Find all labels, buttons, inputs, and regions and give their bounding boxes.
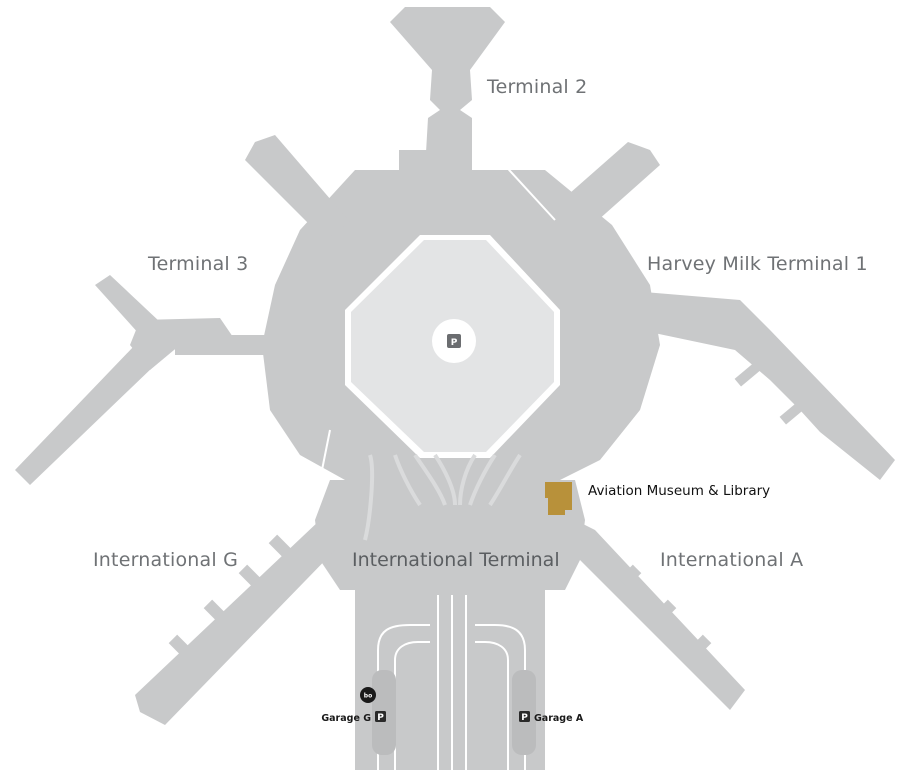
- svg-text:P: P: [521, 713, 528, 723]
- garage-a-label-group[interactable]: P Garage A: [519, 711, 584, 724]
- international-a-pier[interactable]: [565, 520, 745, 710]
- international-terminal-label[interactable]: International Terminal: [352, 549, 560, 571]
- garage-a-label: Garage A: [534, 713, 584, 724]
- garage-g-label: Garage G: [321, 713, 371, 724]
- parking-icon: [447, 334, 461, 348]
- international-a-label[interactable]: International A: [660, 549, 803, 571]
- garage-a-parking-icon: [519, 711, 530, 722]
- garage-g-label-group[interactable]: Garage G P: [321, 711, 386, 724]
- svg-text:P: P: [377, 713, 384, 723]
- garage-roadways: [355, 590, 545, 770]
- harvey-milk-terminal-1-building[interactable]: [545, 142, 895, 480]
- central-parking-symbol[interactable]: P: [432, 319, 476, 363]
- international-g-label[interactable]: International G: [93, 549, 238, 571]
- bart-icon[interactable]: bo: [360, 687, 376, 703]
- terminal-3-label[interactable]: Terminal 3: [147, 253, 248, 275]
- international-g-pier[interactable]: [135, 520, 340, 725]
- terminal-3-building[interactable]: [15, 135, 350, 485]
- aviation-museum-label[interactable]: Aviation Museum & Library: [588, 483, 770, 499]
- harvey-milk-terminal-1-label[interactable]: Harvey Milk Terminal 1: [647, 253, 868, 275]
- international-terminal-building[interactable]: [315, 480, 585, 590]
- garage-g-parking-icon: [375, 711, 386, 722]
- aviation-museum-marker[interactable]: [545, 482, 572, 515]
- terminal-2-label[interactable]: Terminal 2: [486, 76, 587, 98]
- roadway-network: [314, 159, 556, 541]
- svg-text:bo: bo: [364, 693, 372, 700]
- parking-glyph: P: [451, 338, 458, 348]
